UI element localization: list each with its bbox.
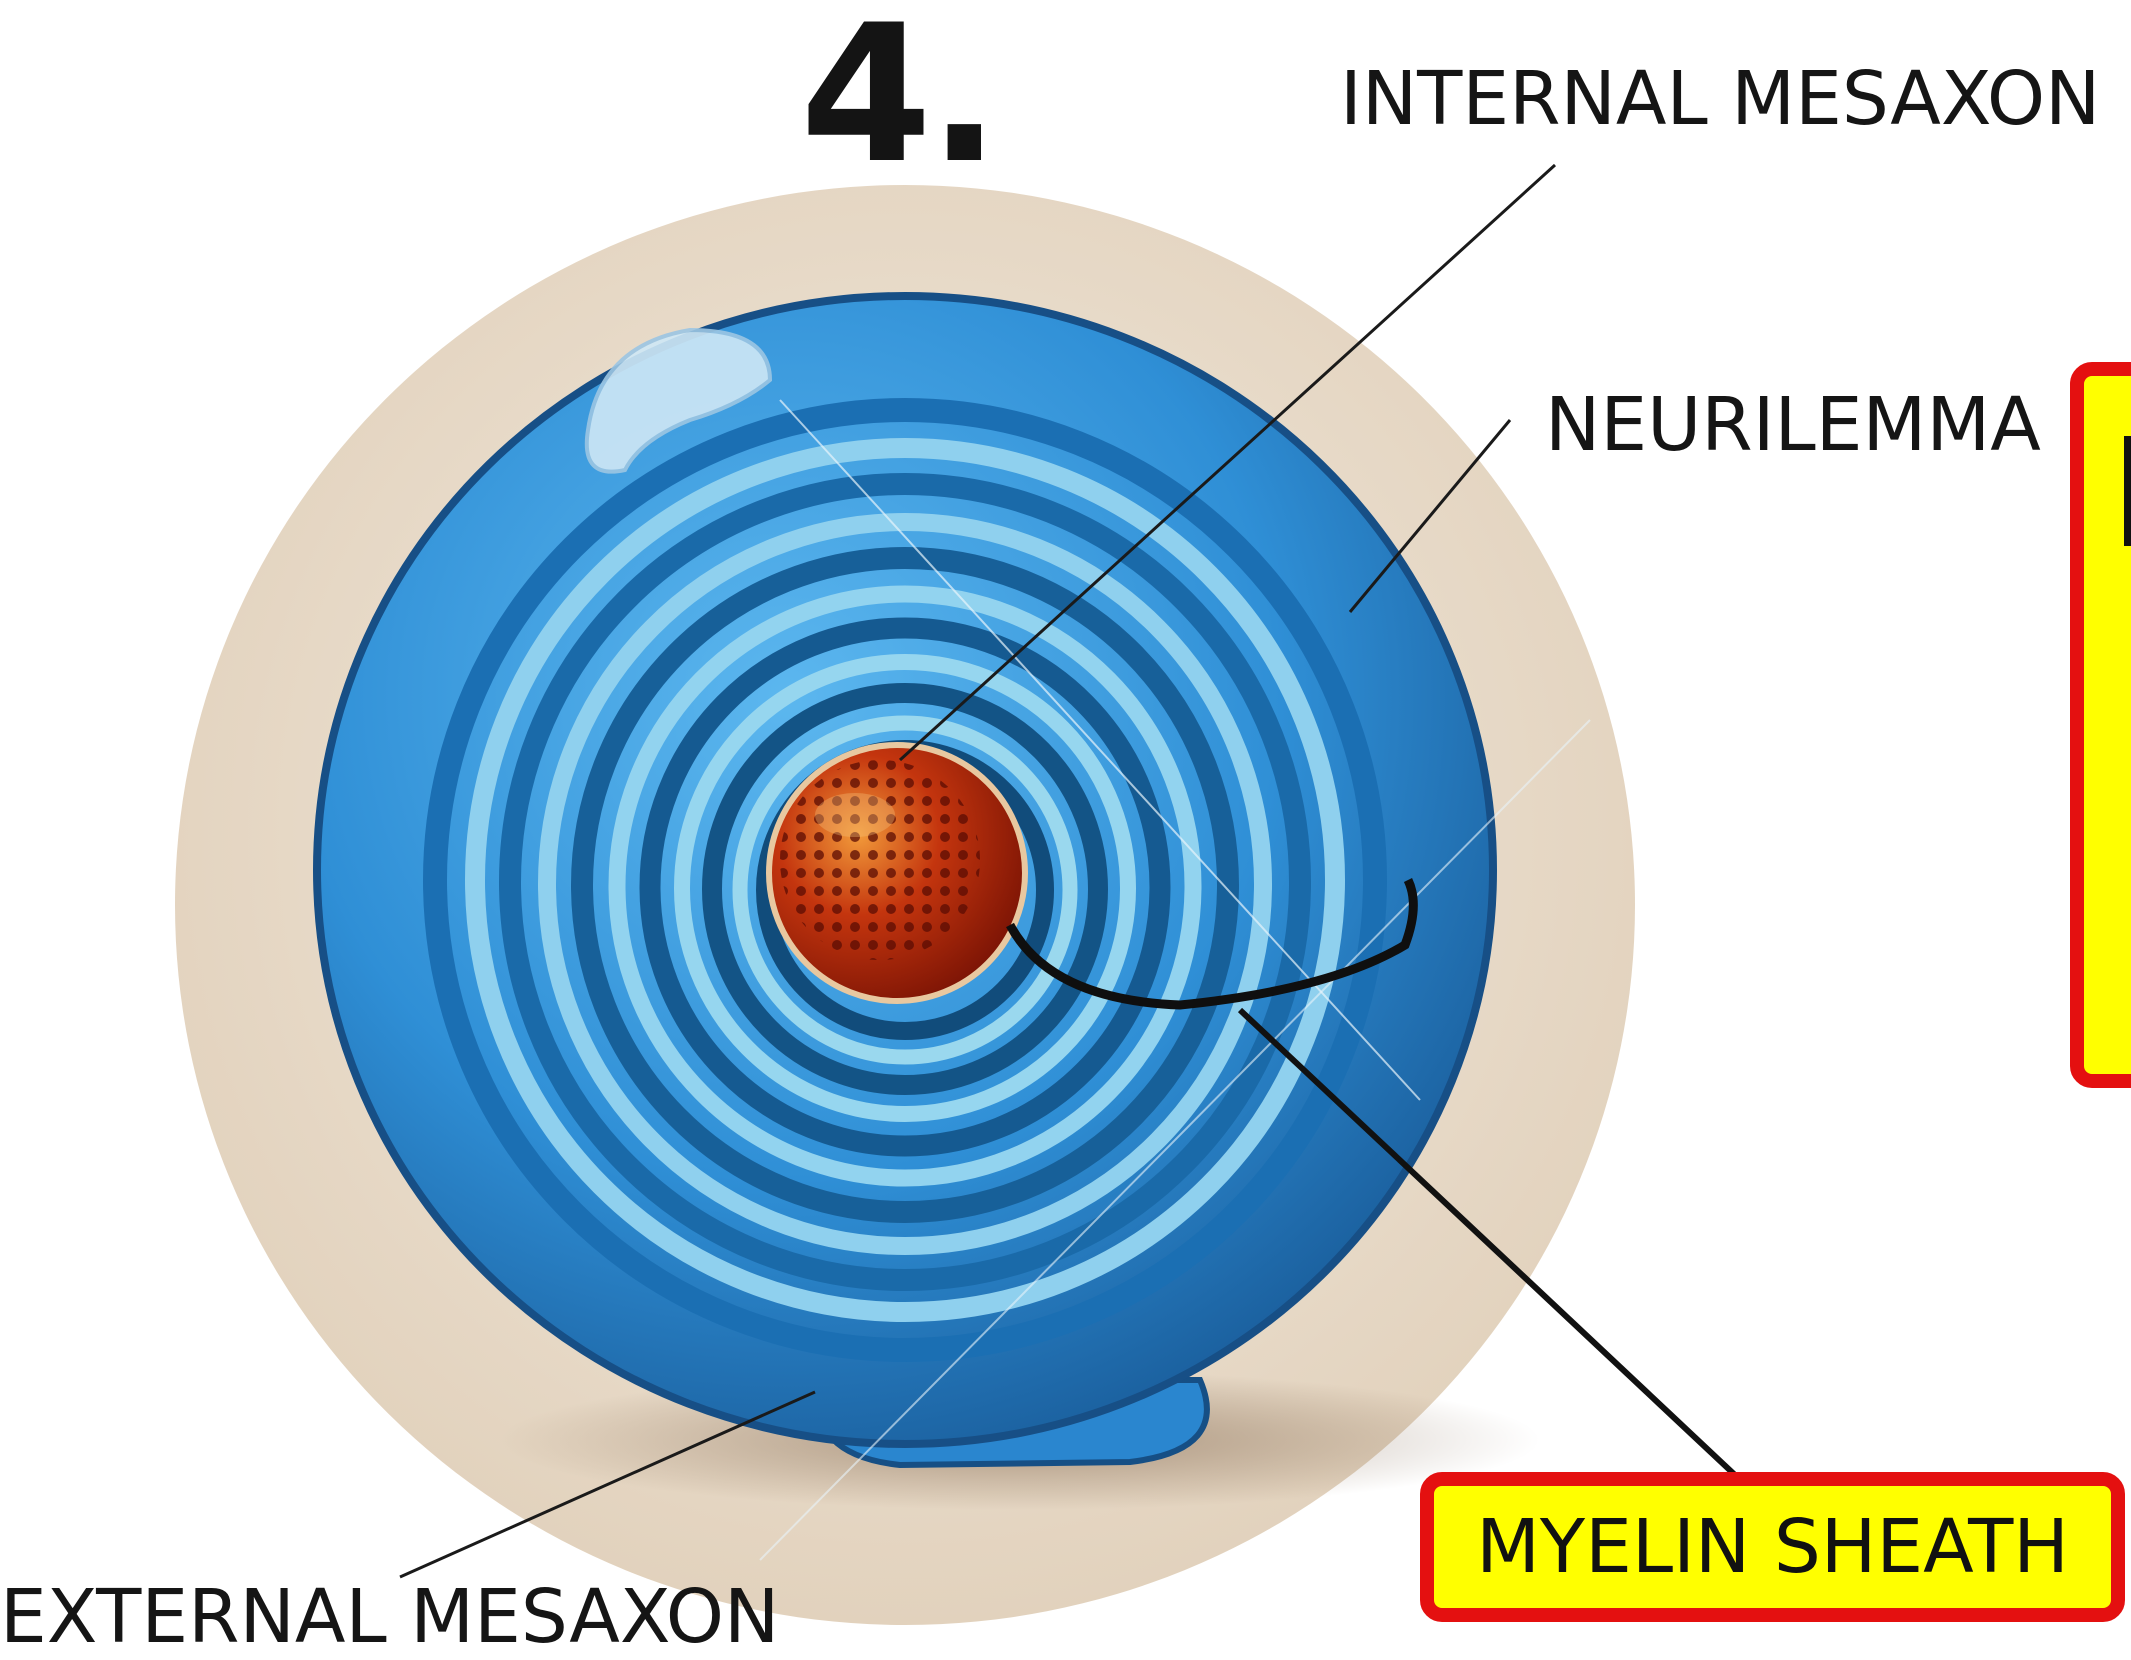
label-internal-mesaxon: INTERNAL MESAXON xyxy=(1340,62,2100,136)
label-myelin-sheath: MYELIN SHEATH xyxy=(1476,1504,2069,1590)
label-neurilemma: NEURILEMMA xyxy=(1545,388,2041,462)
panel-number: 4. xyxy=(800,0,996,190)
axon-neurofilaments xyxy=(780,760,980,960)
highlight-box-myelin-sheath: MYELIN SHEATH xyxy=(1420,1472,2125,1622)
label-external-mesaxon: EXTERNAL MESAXON xyxy=(0,1580,779,1654)
highlight-box-partial xyxy=(2070,362,2131,1088)
partial-glyph xyxy=(2124,436,2131,546)
